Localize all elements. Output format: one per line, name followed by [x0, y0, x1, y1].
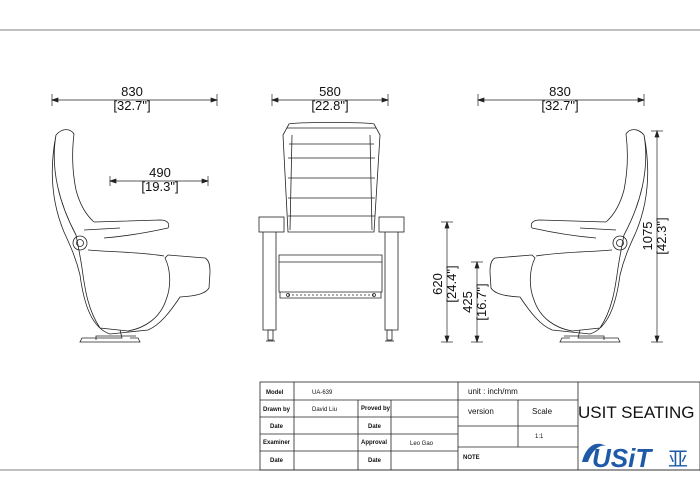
dim-side-left-mm: 830 [121, 84, 143, 99]
title-block-text: Model UA-639 Drawn by David Liu Proved b… [263, 387, 695, 464]
model-value: UA-639 [312, 390, 333, 396]
usit-logo: USiT 亚 [582, 443, 688, 473]
version-label: version [468, 407, 494, 416]
dim-armrest-height-inch: [24.4"] [444, 265, 459, 302]
dim-overall-height-mm: 1075 [640, 222, 655, 251]
scale-label: Scale [532, 407, 553, 416]
dim-seat-depth-mm: 490 [149, 165, 171, 180]
dimension-labels: 830 [32.7"] 580 [22.8"] 830 [32.7"] 490 … [113, 84, 669, 321]
examiner-label: Examiner [263, 440, 291, 446]
logo-cjk-char: 亚 [668, 449, 688, 471]
drawn-by-value: David Liu [312, 407, 337, 413]
dim-front-width-inch: [22.8"] [311, 98, 348, 113]
dim-overall-height-inch: [42.3"] [654, 217, 669, 254]
model-label: Model [266, 390, 284, 396]
dim-side-right-mm: 830 [549, 84, 571, 99]
unit-text: unit : inch/mm [468, 387, 518, 396]
date-label-3: Date [270, 458, 284, 464]
dim-seat-height-mm: 425 [460, 291, 475, 313]
dim-seat-height-inch: [16.7"] [474, 283, 489, 320]
company-name: USIT SEATING [578, 403, 695, 422]
date-label-1: Date [270, 424, 284, 430]
dim-seat-depth-inch: [19.3"] [141, 179, 178, 194]
drawn-by-label: Drawn by [263, 407, 291, 413]
dim-armrest-height-mm: 620 [430, 273, 445, 295]
dim-side-left-inch: [32.7"] [113, 98, 150, 113]
approval-label: Approval [361, 440, 387, 446]
date-label-2: Date [368, 424, 382, 430]
proved-by-label: Proved by [361, 406, 391, 412]
note-label: NOTE [463, 455, 480, 461]
title-block [259, 381, 700, 471]
side-view-left [51, 129, 211, 343]
front-view [258, 122, 405, 342]
dimension-lines [50, 94, 663, 344]
dim-side-right-inch: [32.7"] [541, 98, 578, 113]
logo-swoosh-icon [582, 443, 606, 462]
dim-front-width-mm: 580 [319, 84, 341, 99]
logo-text: USiT [592, 443, 653, 473]
date-label-4: Date [368, 458, 382, 464]
side-view-right [489, 129, 649, 343]
approval-value: Leo Gao [410, 441, 434, 447]
scale-value: 1:1 [535, 434, 544, 440]
